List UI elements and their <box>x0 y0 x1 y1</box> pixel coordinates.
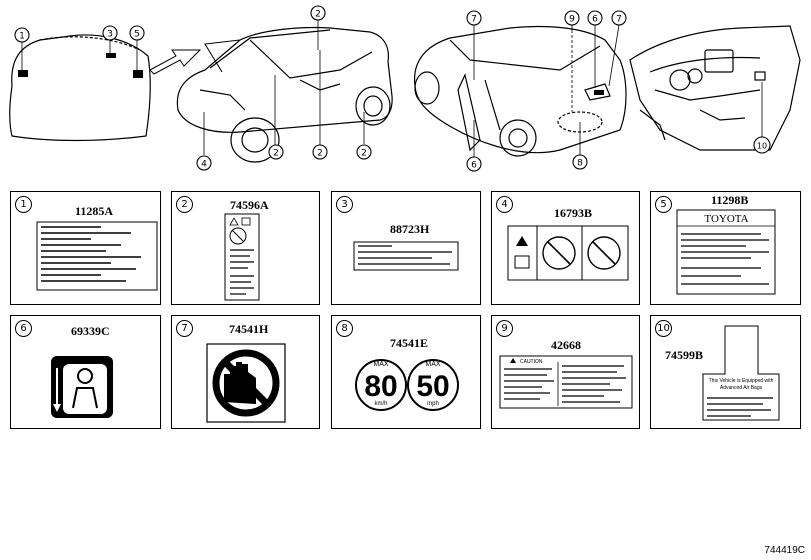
part-code: 74599B <box>665 348 704 362</box>
svg-text:4: 4 <box>201 160 207 170</box>
callout-10: 10 <box>753 136 771 154</box>
panel-number: 8 <box>336 320 353 337</box>
airbag-text-2: Advanced Air Bags <box>719 385 763 391</box>
callout-2-b: 2 <box>312 144 328 160</box>
label-panel-3: 3 88723H <box>331 191 481 305</box>
part-code: 42668 <box>551 338 581 352</box>
vehicle-illustrations: 1 3 5 2 4 2 2 2 7 9 6 7 6 8 10 <box>9 5 801 172</box>
car-front-illustration <box>176 26 393 163</box>
label-panel-6: 6 69339C <box>10 315 161 429</box>
svg-text:8: 8 <box>577 159 583 169</box>
speed-unit-mph: mph <box>427 401 439 407</box>
callout-6-top: 6 <box>587 10 603 26</box>
svg-text:3: 3 <box>107 30 113 40</box>
label-drawing: MAX 80 km/h MAX 50 mph <box>355 359 459 411</box>
part-code: 74596A <box>230 198 269 212</box>
svg-text:7: 7 <box>616 15 622 25</box>
panel-number: 6 <box>15 320 32 337</box>
part-code: 88723H <box>390 222 430 236</box>
callout-6-bottom: 6 <box>466 156 482 172</box>
label-drawing <box>224 213 260 301</box>
callout-7-a: 7 <box>466 10 482 26</box>
label-panel-7: 7 74541H <box>171 315 320 429</box>
callout-5: 5 <box>129 25 145 41</box>
part-code: 74541H <box>229 322 269 336</box>
callout-2-top: 2 <box>310 5 326 21</box>
panel-number: 2 <box>176 196 193 213</box>
callout-4: 4 <box>196 155 212 171</box>
hood-illustration <box>9 34 151 142</box>
panel-number: 5 <box>655 196 672 213</box>
label-drawing: CAUTION <box>499 355 633 409</box>
part-code: 11298B <box>711 193 749 207</box>
label-drawing <box>353 241 459 271</box>
panel-number: 3 <box>336 196 353 213</box>
callout-8: 8 <box>572 154 588 170</box>
dashboard-illustration <box>629 25 801 151</box>
svg-text:2: 2 <box>317 149 323 159</box>
part-code: 11285A <box>75 204 114 218</box>
callout-9: 9 <box>564 10 580 26</box>
svg-text:2: 2 <box>315 10 321 20</box>
max-label-kmh: MAX <box>373 361 389 368</box>
panel-number: 10 <box>655 320 672 337</box>
svg-text:6: 6 <box>471 161 477 171</box>
callout-2-c: 2 <box>356 144 372 160</box>
speed-value-kmh: 80 <box>364 370 397 403</box>
svg-text:10: 10 <box>757 142 767 151</box>
label-drawing <box>206 343 286 423</box>
part-code: 69339C <box>71 324 110 338</box>
speed-unit-kmh: km/h <box>374 401 387 407</box>
part-code: 74541E <box>390 336 429 350</box>
open-arrow <box>149 49 202 75</box>
panel-number: 4 <box>496 196 513 213</box>
svg-text:1: 1 <box>19 32 25 42</box>
toyota-text: TOYOTA <box>704 213 749 225</box>
label-panel-2: 2 74596A <box>171 191 320 305</box>
diagram-id: 744419C <box>764 545 805 556</box>
airbag-text-1: This Vehicle is Equipped with <box>708 378 774 384</box>
svg-text:2: 2 <box>273 149 279 159</box>
caution-text: CAUTION <box>520 359 543 365</box>
svg-text:7: 7 <box>471 15 477 25</box>
svg-text:9: 9 <box>569 15 575 25</box>
callout-1: 1 <box>14 27 30 43</box>
panel-number: 9 <box>496 320 513 337</box>
panel-number: 7 <box>176 320 193 337</box>
label-drawing <box>36 221 158 291</box>
callout-7-b: 7 <box>611 10 627 26</box>
label-drawing <box>507 225 629 281</box>
label-panel-4: 4 16793B <box>491 191 640 305</box>
callout-2-a: 2 <box>268 144 284 160</box>
label-drawing <box>676 209 776 295</box>
part-code: 16793B <box>554 206 593 220</box>
svg-text:6: 6 <box>592 15 598 25</box>
label-panel-10: 10 74599B This Vehicle is Equipped with … <box>650 315 801 429</box>
label-panel-5: 5 11298B TOYOTA <box>650 191 801 305</box>
label-drawing <box>702 325 780 421</box>
speed-value-mph: 50 <box>416 370 449 403</box>
svg-text:2: 2 <box>361 149 367 159</box>
panel-number: 1 <box>15 196 32 213</box>
svg-text:5: 5 <box>134 30 140 40</box>
label-panel-8: 8 74541E MAX 80 km/h MAX 50 mph <box>331 315 481 429</box>
label-panel-1: 1 11285A <box>10 191 161 305</box>
callout-3: 3 <box>102 25 118 41</box>
label-panel-9: 9 42668 CAUTION <box>491 315 640 429</box>
label-drawing <box>51 356 113 418</box>
max-label-mph: MAX <box>425 361 441 368</box>
